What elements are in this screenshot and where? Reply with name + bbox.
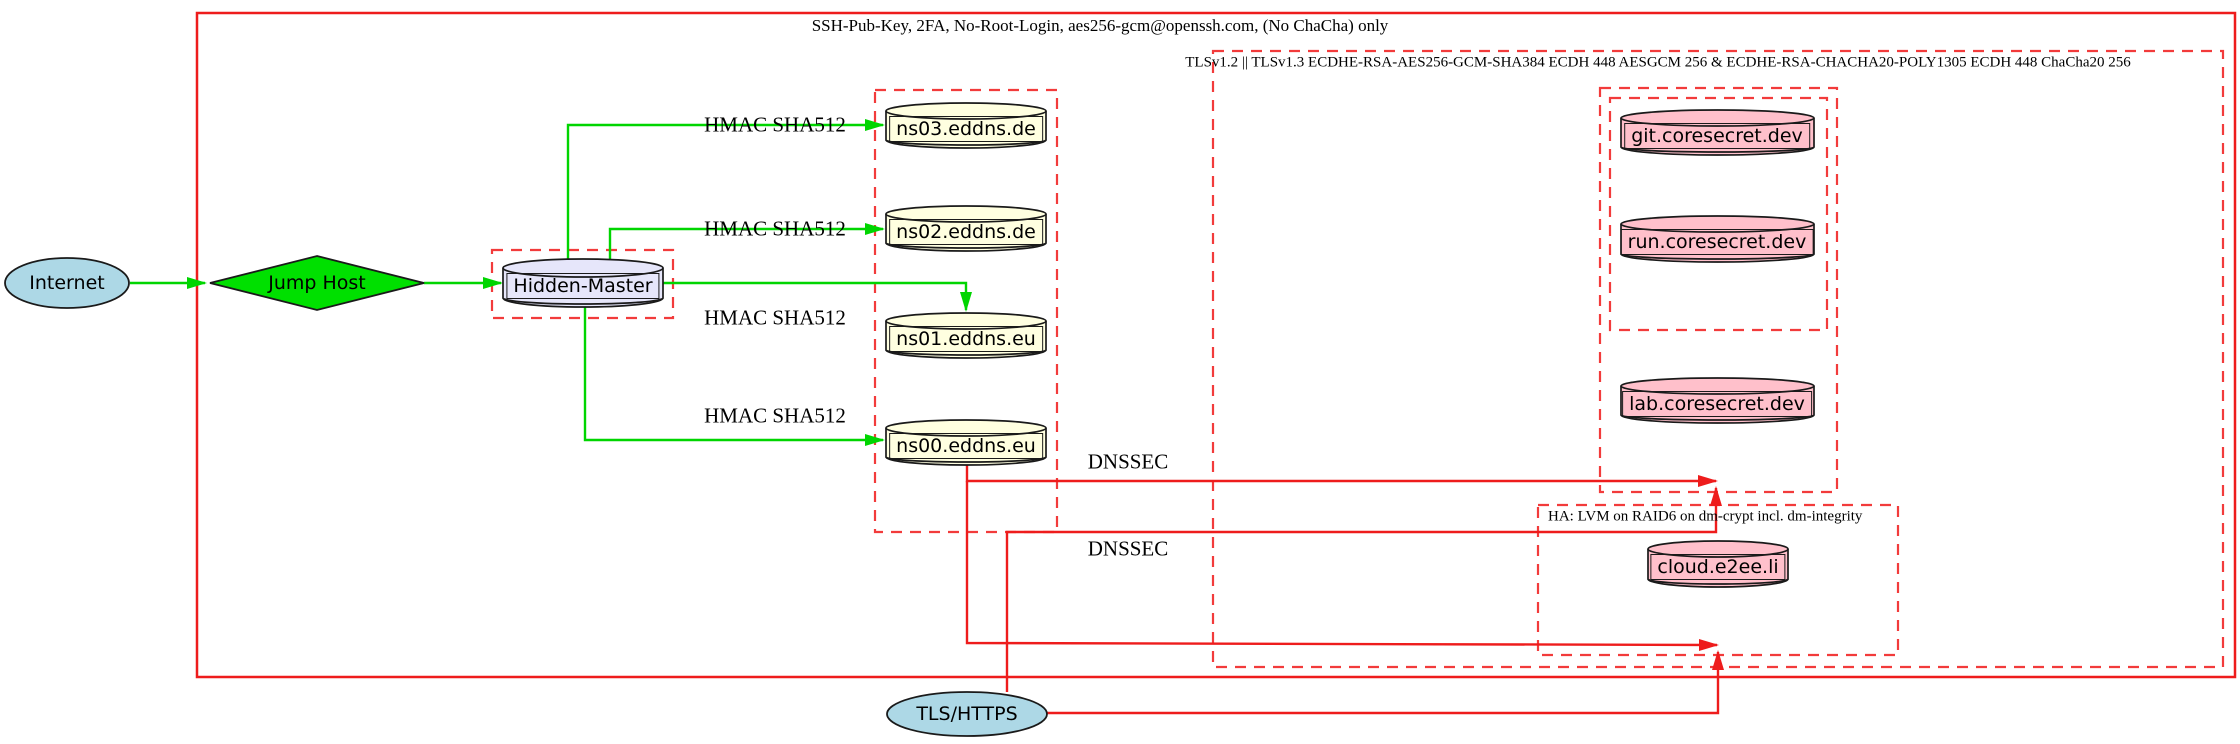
ns02-node bbox=[885, 205, 1047, 252]
hidden-master-node bbox=[502, 258, 664, 308]
edge-hiddenmaster-ns02 bbox=[608, 223, 885, 261]
ns01-node bbox=[885, 312, 1047, 359]
edge-tls-ha bbox=[1046, 650, 1724, 715]
cloud-node bbox=[1647, 540, 1789, 588]
hmac-sha512-label-ns03: HMAC SHA512 bbox=[704, 112, 846, 137]
edge-dnssec-coresecret bbox=[965, 464, 1718, 487]
tls-https-node bbox=[886, 691, 1048, 737]
coresecret-cluster-box bbox=[1598, 86, 1839, 494]
ha-cluster-label: HA: LVM on RAID6 on dm-crypt incl. dm-in… bbox=[1548, 508, 1863, 525]
git-label: git.coresecret.dev bbox=[1624, 123, 1810, 149]
git-node bbox=[1620, 109, 1815, 156]
ns03-label: ns03.eddns.de bbox=[889, 116, 1043, 142]
coresecret-inner-cluster-box bbox=[1608, 96, 1829, 332]
ns01-label: ns01.eddns.eu bbox=[889, 326, 1043, 352]
hmac-sha512-label-ns02: HMAC SHA512 bbox=[704, 216, 846, 241]
hmac-sha512-label-ns01: HMAC SHA512 bbox=[704, 305, 846, 330]
edge-hiddenmaster-ns03 bbox=[566, 119, 885, 261]
ns00-node bbox=[885, 419, 1047, 466]
edge-hiddenmaster-ns00 bbox=[583, 305, 885, 446]
run-label: run.coresecret.dev bbox=[1620, 229, 1814, 255]
internet-node bbox=[4, 257, 130, 309]
hmac-sha512-label-ns00: HMAC SHA512 bbox=[704, 403, 846, 428]
dnssec-label-ha: DNSSEC bbox=[1087, 536, 1169, 561]
ns03-node bbox=[885, 102, 1047, 149]
lab-label: lab.coresecret.dev bbox=[1622, 391, 1812, 417]
ns00-label: ns00.eddns.eu bbox=[889, 433, 1043, 459]
dns-cluster-box bbox=[873, 88, 1059, 534]
jump-host-node bbox=[209, 255, 425, 311]
cloud-label: cloud.e2ee.li bbox=[1650, 554, 1786, 580]
jump-host-label: Jump Host bbox=[268, 272, 366, 294]
hidden-master-label: Hidden-Master bbox=[506, 273, 660, 299]
internet-label: Internet bbox=[29, 272, 105, 294]
edge-tls-coresecret bbox=[1005, 486, 1722, 692]
lab-node bbox=[1620, 377, 1815, 424]
run-node bbox=[1620, 215, 1815, 263]
tls-https-label: TLS/HTTPS bbox=[916, 703, 1018, 725]
edge-dnssec-ha bbox=[965, 481, 1719, 651]
tls-cluster-label: TLSv1.2 || TLSv1.3 ECDHE-RSA-AES256-GCM-… bbox=[1185, 54, 2131, 71]
ssh-cluster-label: SSH-Pub-Key, 2FA, No-Root-Login, aes256-… bbox=[811, 16, 1389, 35]
dnssec-label-coresecret: DNSSEC bbox=[1087, 449, 1169, 474]
ns02-label: ns02.eddns.de bbox=[889, 219, 1043, 245]
ssh-cluster-box bbox=[195, 11, 2237, 679]
edge-hiddenmaster-ns01 bbox=[663, 281, 972, 312]
